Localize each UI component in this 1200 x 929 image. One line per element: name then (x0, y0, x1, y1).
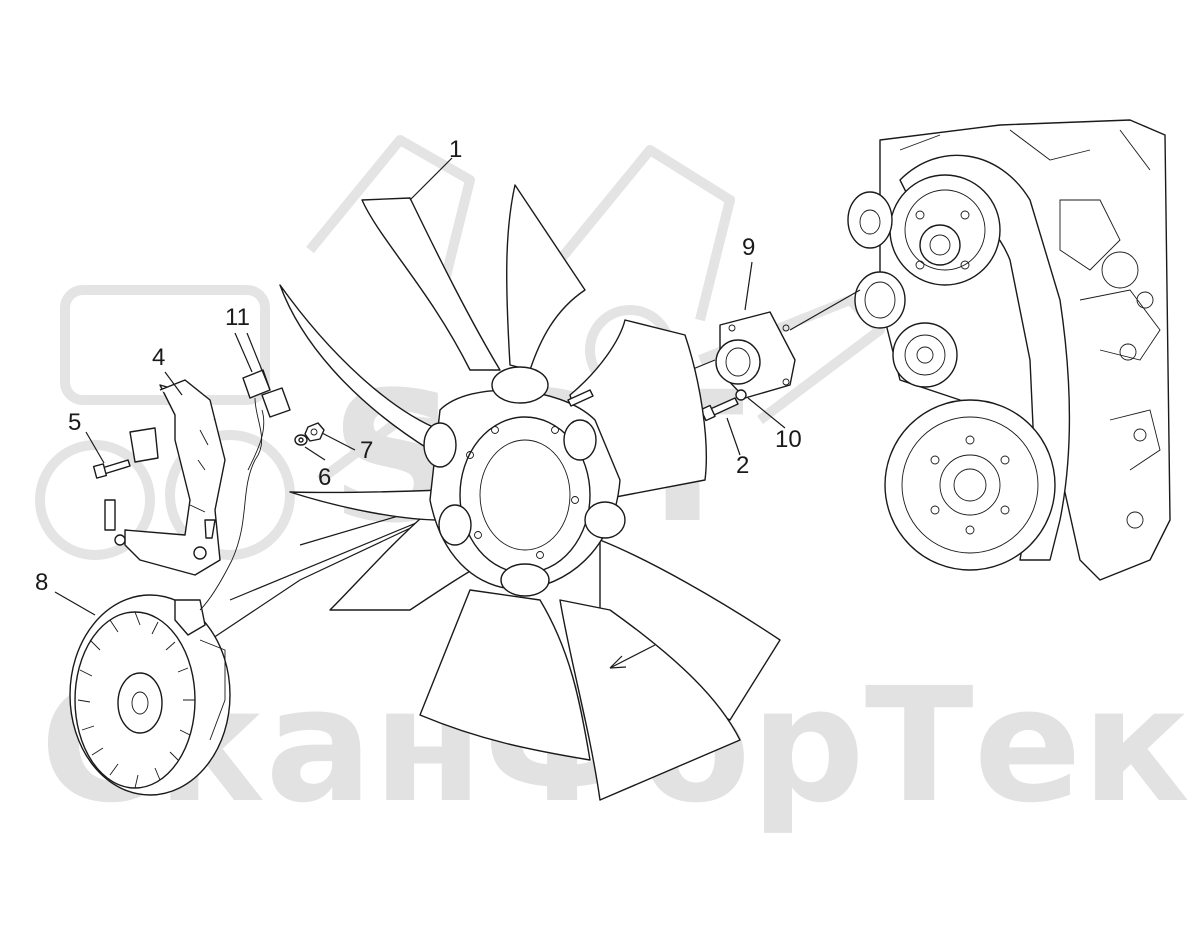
callout-4: 4 (152, 344, 165, 371)
callout-1: 1 (449, 136, 462, 163)
callout-9: 9 (742, 234, 755, 261)
callout-5: 5 (68, 409, 81, 436)
callout-8: 8 (35, 569, 48, 596)
bolt-5 (92, 459, 131, 479)
callout-11: 11 (225, 304, 250, 331)
viscous-fan-clutch (69, 594, 231, 796)
bolt-2 (700, 397, 739, 422)
callout-6: 6 (318, 464, 331, 491)
callout-labels: 1 2 4 5 6 7 8 9 10 11 (35, 136, 802, 596)
tensioner-pulley (892, 322, 958, 388)
rotation-arrow-icon (609, 644, 656, 669)
nut-7 (304, 422, 325, 442)
fan-assembly (279, 184, 781, 801)
mounting-bracket-4 (124, 379, 226, 576)
fan-drive-pulley (854, 271, 906, 329)
leader-lines (54, 157, 786, 616)
crankshaft-damper (884, 399, 1056, 571)
callout-10: 10 (775, 426, 802, 453)
wiring-harness-11 (199, 369, 291, 611)
washer-6-hole (298, 437, 304, 443)
bracket-bolts (104, 499, 216, 560)
callout-2: 2 (736, 452, 749, 479)
fan-spacer (715, 311, 796, 399)
washer-10 (735, 389, 747, 401)
engine-front-assembly (847, 119, 1171, 581)
idler-pulley (847, 191, 893, 249)
callout-7: 7 (360, 437, 373, 464)
